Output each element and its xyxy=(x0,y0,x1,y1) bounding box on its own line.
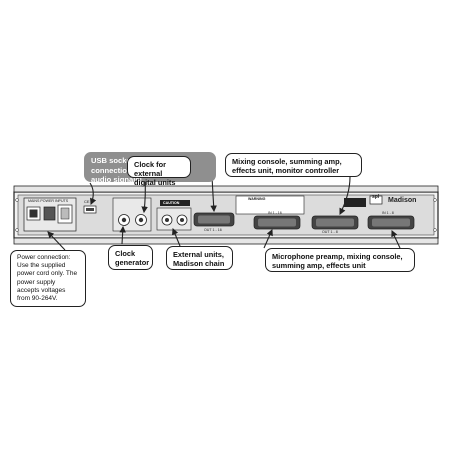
mains-label: MAINS POWER INPUTS xyxy=(28,199,69,203)
clock-bnc-section xyxy=(112,197,152,232)
mixing-console-callout: Mixing console, summing amp, effects uni… xyxy=(225,153,362,177)
in-label-2: IN 1 - 8 xyxy=(382,211,394,215)
brand-name: Madison xyxy=(388,197,417,204)
usb-socket[interactable]: CE xyxy=(83,199,97,214)
external-units-callout: External units, Madison chain xyxy=(166,246,233,270)
svg-text:CE: CE xyxy=(84,199,90,204)
in-label-1: IN 1 - 16 xyxy=(268,211,282,215)
clock-generator-callout: Clock generator xyxy=(108,245,153,270)
out-label-2: OUT 1 - 8 xyxy=(322,230,338,234)
clock-external-callout: Clock for external digital units xyxy=(127,156,191,187)
dsub-connectors xyxy=(193,195,415,230)
warning-label: WARNING xyxy=(248,197,266,201)
chain-section xyxy=(156,200,192,231)
power-connection-callout: Power connection: Use the supplied power… xyxy=(10,250,86,307)
microphone-preamp-callout: Microphone preamp, mixing console, summi… xyxy=(265,248,415,272)
spl-logo: spl xyxy=(372,194,380,200)
mains-power-section xyxy=(23,197,77,232)
caution-label: CAUTION xyxy=(163,200,180,205)
out-label-1: OUT 1 - 16 xyxy=(204,228,222,232)
